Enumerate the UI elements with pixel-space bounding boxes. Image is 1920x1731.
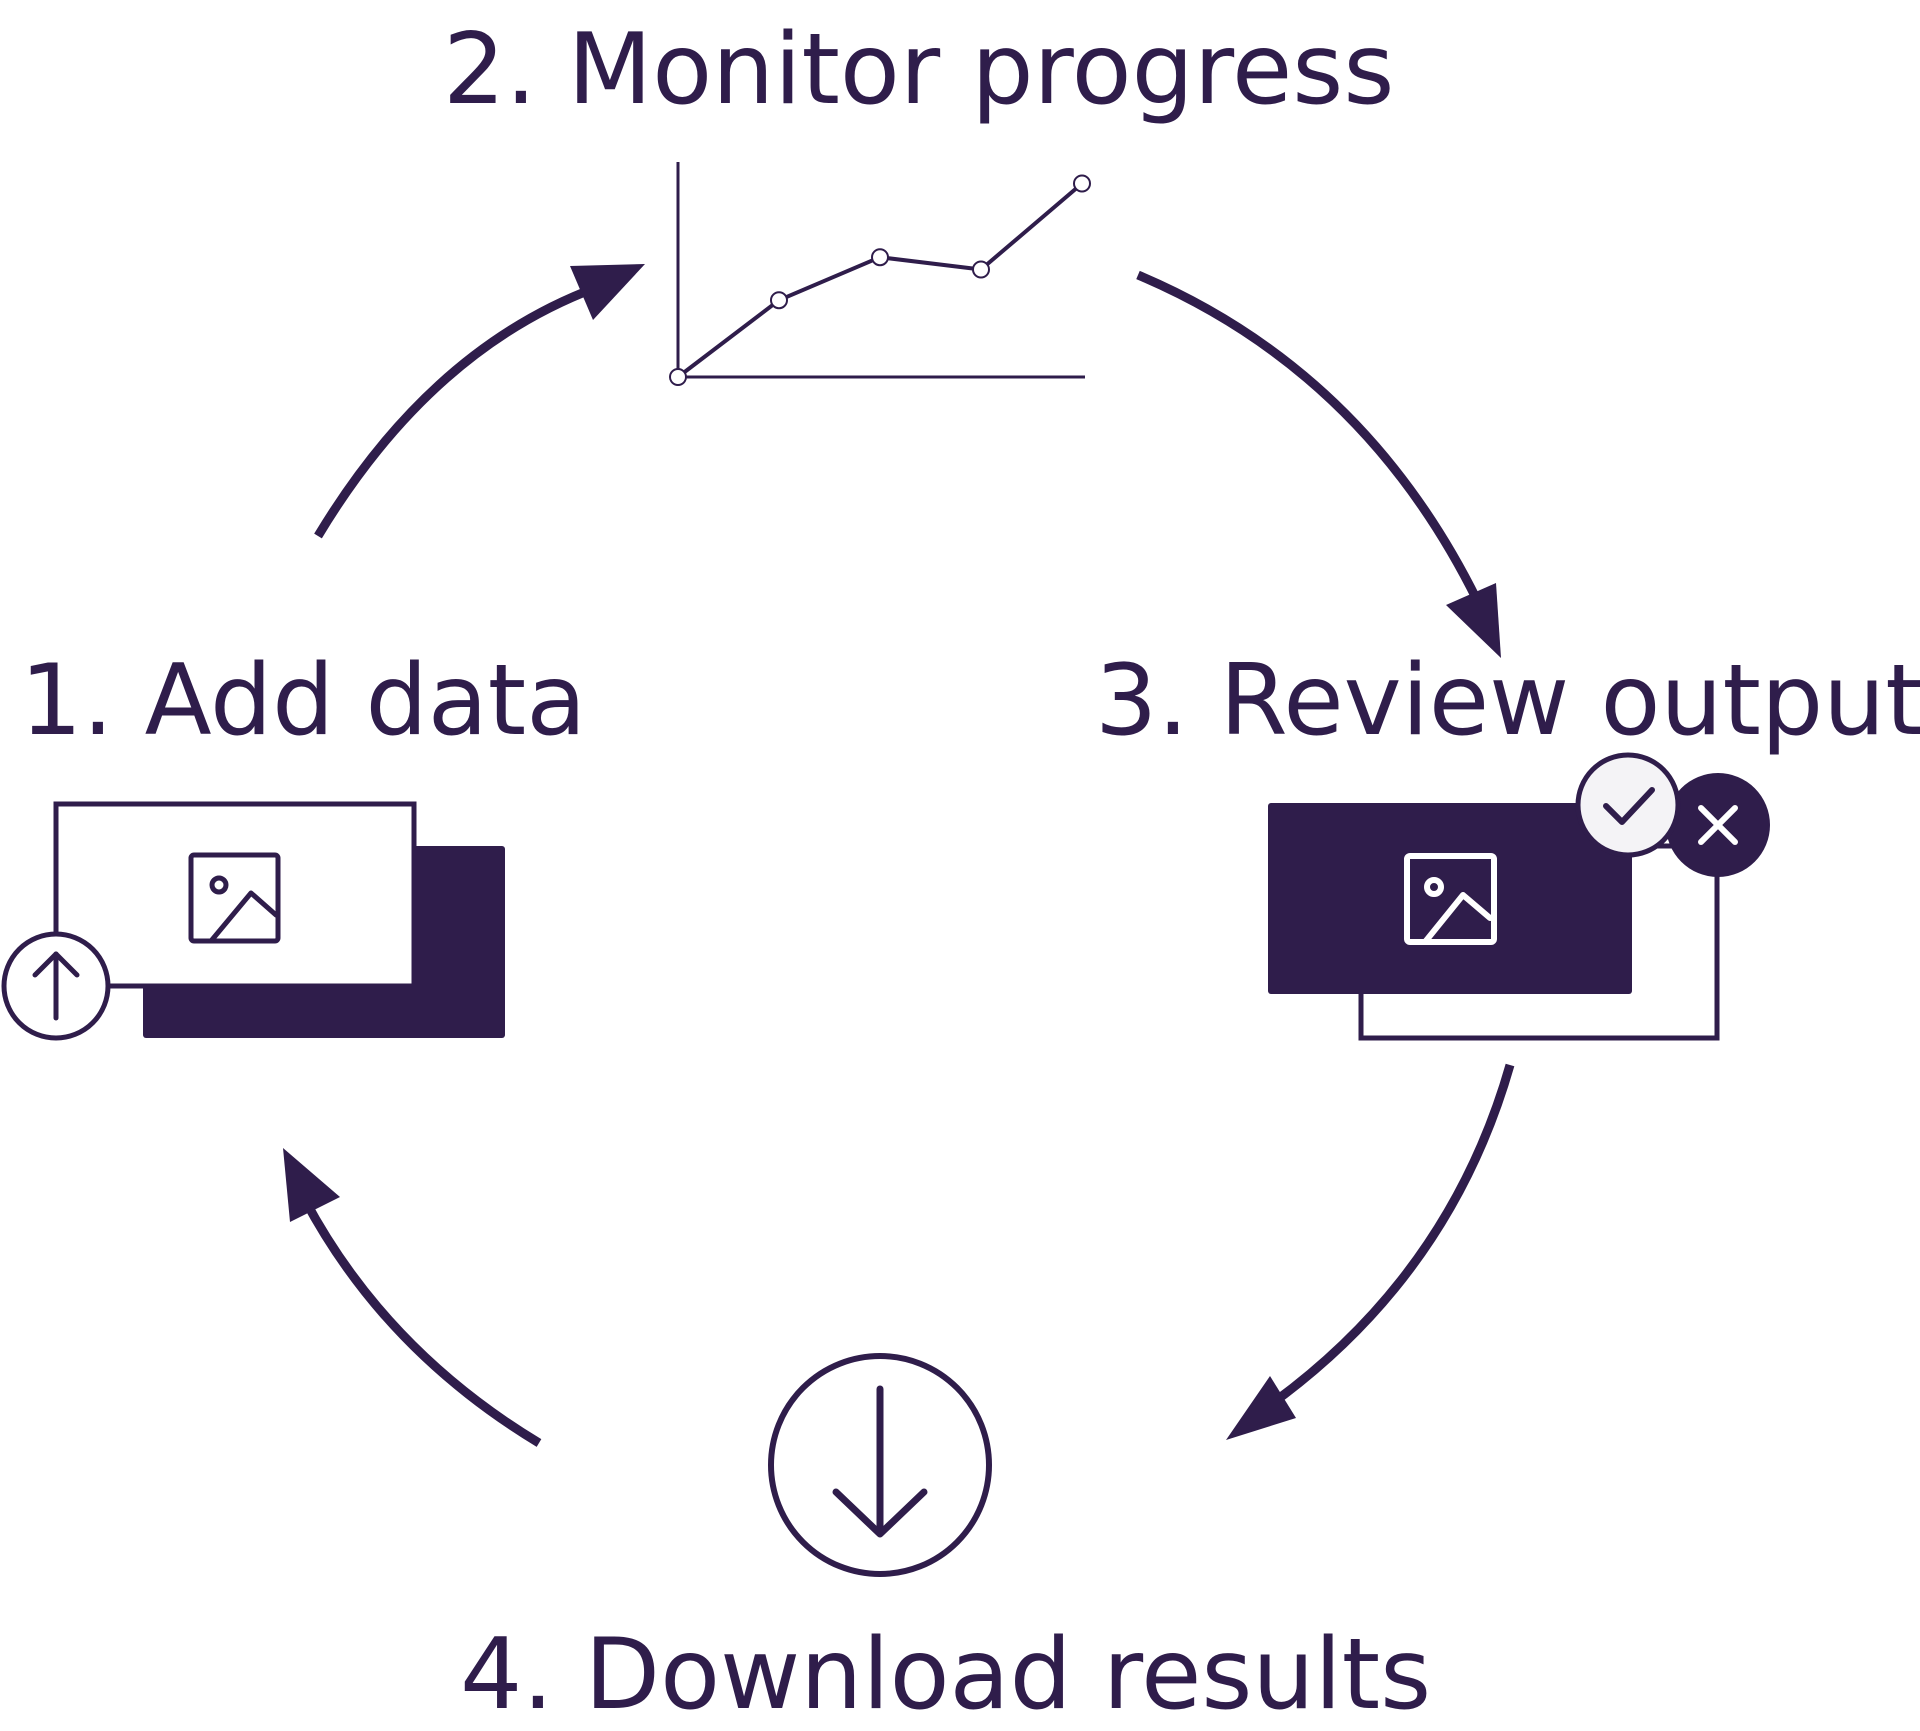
step-2-label: 2. Monitor progress (443, 13, 1394, 127)
download-icon (768, 1353, 992, 1577)
approve-icon (1575, 752, 1681, 858)
arrow-2-to-3 (1136, 270, 1501, 658)
down-arrow-icon (832, 1385, 928, 1538)
chart-point-2 (770, 291, 788, 310)
picture-icon (1404, 853, 1497, 945)
arrow-4-to-1 (283, 1148, 542, 1447)
chart-point-3 (871, 248, 889, 267)
front-card (1268, 803, 1632, 994)
arrow-1-to-2 (314, 264, 645, 539)
step-4-label: 4. Download results (460, 1618, 1431, 1731)
step-3-label: 3. Review outputs (1095, 644, 1920, 758)
picture-icon (188, 852, 281, 944)
chart-point-1 (669, 368, 687, 386)
step-1-label: 1. Add data (20, 644, 586, 758)
image-upload-icon (1, 801, 505, 1041)
check-icon (1603, 787, 1655, 825)
arrow-3-to-4 (1226, 1063, 1515, 1440)
chart-point-5 (1073, 174, 1091, 193)
front-card (53, 801, 417, 989)
chart-series-line (676, 181, 1084, 379)
chart-point-4 (972, 260, 990, 279)
up-arrow-icon (32, 951, 80, 1021)
image-review-icon (1268, 752, 1770, 1041)
line-chart-icon (669, 162, 1091, 386)
close-icon (1698, 805, 1738, 845)
